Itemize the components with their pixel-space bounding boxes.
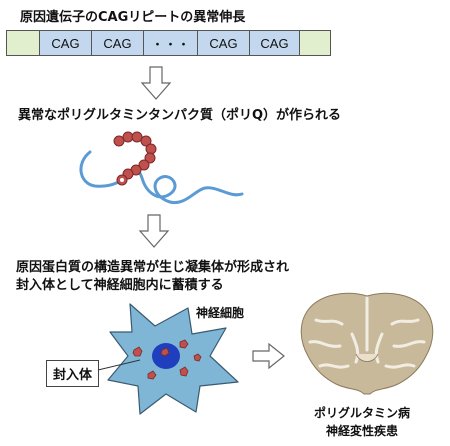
cag-repeat-4: CAG — [250, 31, 300, 55]
polyq-protein-illustration — [79, 131, 244, 205]
brain-section-illustration — [300, 292, 434, 395]
step3-title-line1: 原因蛋白質の構造異常が生じ凝集体が形成され — [16, 260, 290, 275]
protein-chain — [79, 150, 244, 205]
inclusion-body-label: 封入体 — [46, 360, 100, 387]
nucleus — [152, 343, 180, 369]
down-arrow-icon — [138, 214, 170, 248]
inclusion-pointer-line — [97, 359, 141, 371]
cag-repeat-1: CAG — [40, 31, 92, 55]
step1-title: 原因遺伝子のCAGリピートの異常伸長 — [20, 10, 246, 25]
disease-label-line1: ポリグルタミン病 — [314, 406, 411, 420]
inclusion-bodies — [132, 339, 202, 380]
step3-title-line2: 封入体として神経細胞内に蓄積する — [16, 278, 224, 293]
gene-flank-right — [300, 31, 330, 55]
cag-repeat-2: CAG — [92, 31, 144, 55]
neuron-illustration — [107, 303, 239, 415]
cag-repeat-ellipsis: ・・・ — [144, 31, 198, 55]
gene-bar: CAG CAG ・・・ CAG CAG — [6, 30, 331, 56]
disease-label-line2: 神経変性疾患 — [326, 424, 399, 438]
gene-flank-left — [7, 31, 40, 55]
cag-repeat-3: CAG — [198, 31, 250, 55]
down-arrow-icon — [140, 66, 172, 100]
neuron-label: 神経細胞 — [196, 306, 245, 320]
step2-title: 異常なポリグルタミンタンパク質（ポリQ）が作られる — [18, 108, 342, 123]
polyq-beads — [113, 131, 157, 186]
right-arrow-icon — [252, 343, 285, 369]
